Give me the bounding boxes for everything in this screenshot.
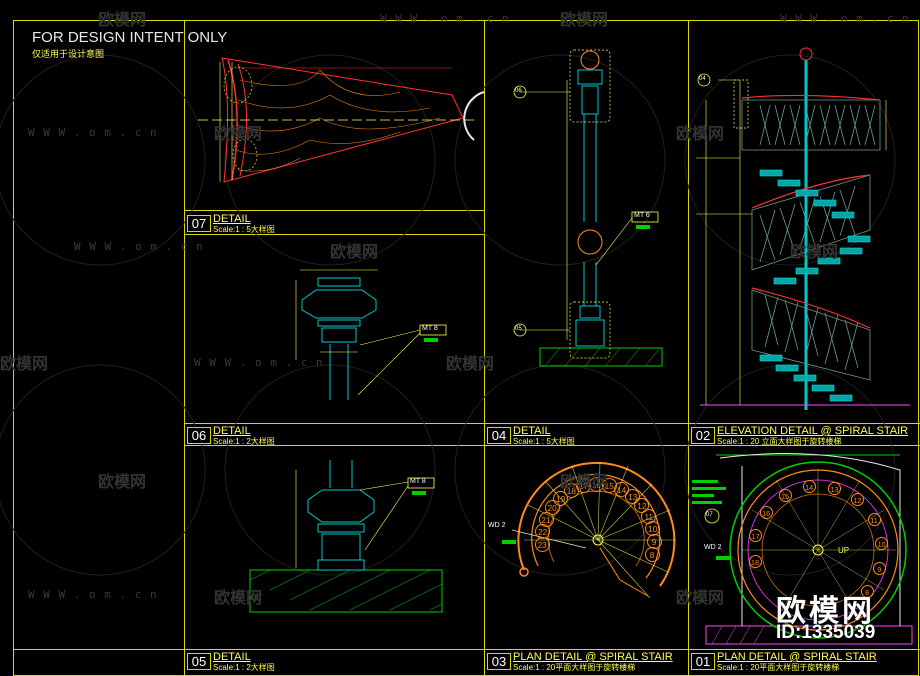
panel-title-07: DETAIL: [213, 213, 251, 225]
watermark-logo-text: 欧模网: [214, 126, 263, 143]
panel-scale-07: Scale:1 : 5大样图: [213, 225, 275, 234]
watermark-url: W W W . o m . c n: [28, 588, 158, 601]
material-tag-mt8: MT 8: [422, 325, 438, 332]
panel-06-drawing: [295, 269, 447, 400]
watermark-url: W W W . o m . c n: [780, 12, 910, 25]
up-arrow-label: UP: [838, 546, 850, 555]
step-number: 14: [802, 480, 816, 494]
watermark-url: W W W . o m . c n: [74, 240, 204, 253]
panel-05-drawing: [249, 460, 443, 613]
watermark-url: W W W . o m . c n: [28, 126, 158, 139]
step-number: 18: [748, 554, 762, 568]
panel-scale-06: Scale:1 : 2大样图: [213, 437, 275, 446]
frame-grid: [13, 20, 920, 676]
material-tag-mt6: MT 6: [634, 212, 650, 219]
panel-title-04: DETAIL: [513, 425, 551, 437]
watermark-logo-text: 欧模网: [560, 12, 609, 29]
panel-number-06: 06: [187, 427, 211, 444]
panel-number-02: 02: [691, 427, 715, 444]
step-number: 12: [850, 493, 864, 507]
material-tag-wd2: WD 2: [488, 522, 506, 529]
material-tag-wd2-plan: WD 2: [704, 544, 722, 551]
panel-number-05: 05: [187, 653, 211, 670]
panel-02-drawing: [696, 47, 910, 410]
step-number: 19: [553, 490, 569, 506]
watermark-logo-text: 欧模网: [676, 590, 725, 607]
callout-05: 05: [515, 326, 522, 332]
panel-scale-04: Scale:1 : 5大样图: [513, 437, 575, 446]
panel-04-drawing: [513, 49, 663, 367]
watermark-logo-text: 欧模网: [790, 244, 839, 261]
step-number: 20: [544, 500, 560, 516]
watermark-logo-text: 欧模网: [676, 126, 725, 143]
panel-title-03: PLAN DETAIL @ SPIRAL STAIR: [513, 651, 673, 663]
callout-04: 04: [699, 76, 706, 82]
panel-scale-02: Scale:1 : 20 立面大样图于旋转楼梯: [717, 437, 842, 446]
step-number: 17: [749, 529, 763, 543]
design-intent-note: FOR DESIGN INTENT ONLY: [32, 29, 228, 46]
step-number: 9: [872, 562, 886, 576]
panel-number-01: 01: [691, 653, 715, 670]
step-number: 8: [860, 584, 874, 598]
panel-07-drawing: [198, 57, 485, 183]
tag-underlines: [502, 540, 730, 560]
panel-title-01: PLAN DETAIL @ SPIRAL STAIR: [717, 651, 877, 663]
watermark-logo-text: 欧模网: [0, 356, 49, 373]
watermark-logo-text: 欧模网: [98, 474, 147, 491]
brand-id: ID:1335039: [776, 622, 876, 643]
panel-01-drawing: [692, 453, 913, 645]
watermark-url: W W W . o m . c n: [380, 12, 510, 25]
panel-scale-03: Scale:1 : 20平面大样图于旋转楼梯: [513, 663, 636, 672]
watermark-logo-text: 欧模网: [446, 356, 495, 373]
panel-number-04: 04: [487, 427, 511, 444]
callout-07: 07: [706, 512, 713, 518]
panel-title-06: DETAIL: [213, 425, 251, 437]
panel-number-07: 07: [187, 215, 211, 232]
step-number: 16: [759, 505, 773, 519]
panel-title-05: DETAIL: [213, 651, 251, 663]
design-intent-note-cn: 仅适用于设计意图: [32, 49, 105, 59]
watermark-logo-text: 欧模网: [560, 474, 609, 491]
panel-03-drawing: [511, 461, 676, 599]
panel-title-02: ELEVATION DETAIL @ SPIRAL STAIR: [717, 425, 909, 437]
callout-06: 06: [515, 88, 522, 94]
panel-scale-01: Scale:1 : 20平面大样图于旋转楼梯: [717, 663, 840, 672]
step-number: 13: [625, 488, 641, 504]
panel-number-03: 03: [487, 653, 511, 670]
brand-logo-text: 欧模网: [776, 595, 875, 628]
material-tag-mt8-lower: MT 8: [410, 478, 426, 485]
panel-scale-05: Scale:1 : 2大样图: [213, 663, 275, 672]
step-number: 8: [644, 547, 660, 562]
step-number: 23: [534, 537, 550, 553]
watermark-logo-text: 欧模网: [330, 244, 379, 261]
step-number: 11: [867, 512, 881, 526]
step-number: 15: [778, 488, 792, 502]
watermark-logo-text: 欧模网: [214, 590, 263, 607]
watermark-logo-text: 欧模网: [98, 12, 147, 29]
step-number: 13: [828, 481, 842, 495]
step-number: 10: [875, 536, 889, 550]
watermark-url: W W W . o m . c n: [194, 356, 324, 369]
